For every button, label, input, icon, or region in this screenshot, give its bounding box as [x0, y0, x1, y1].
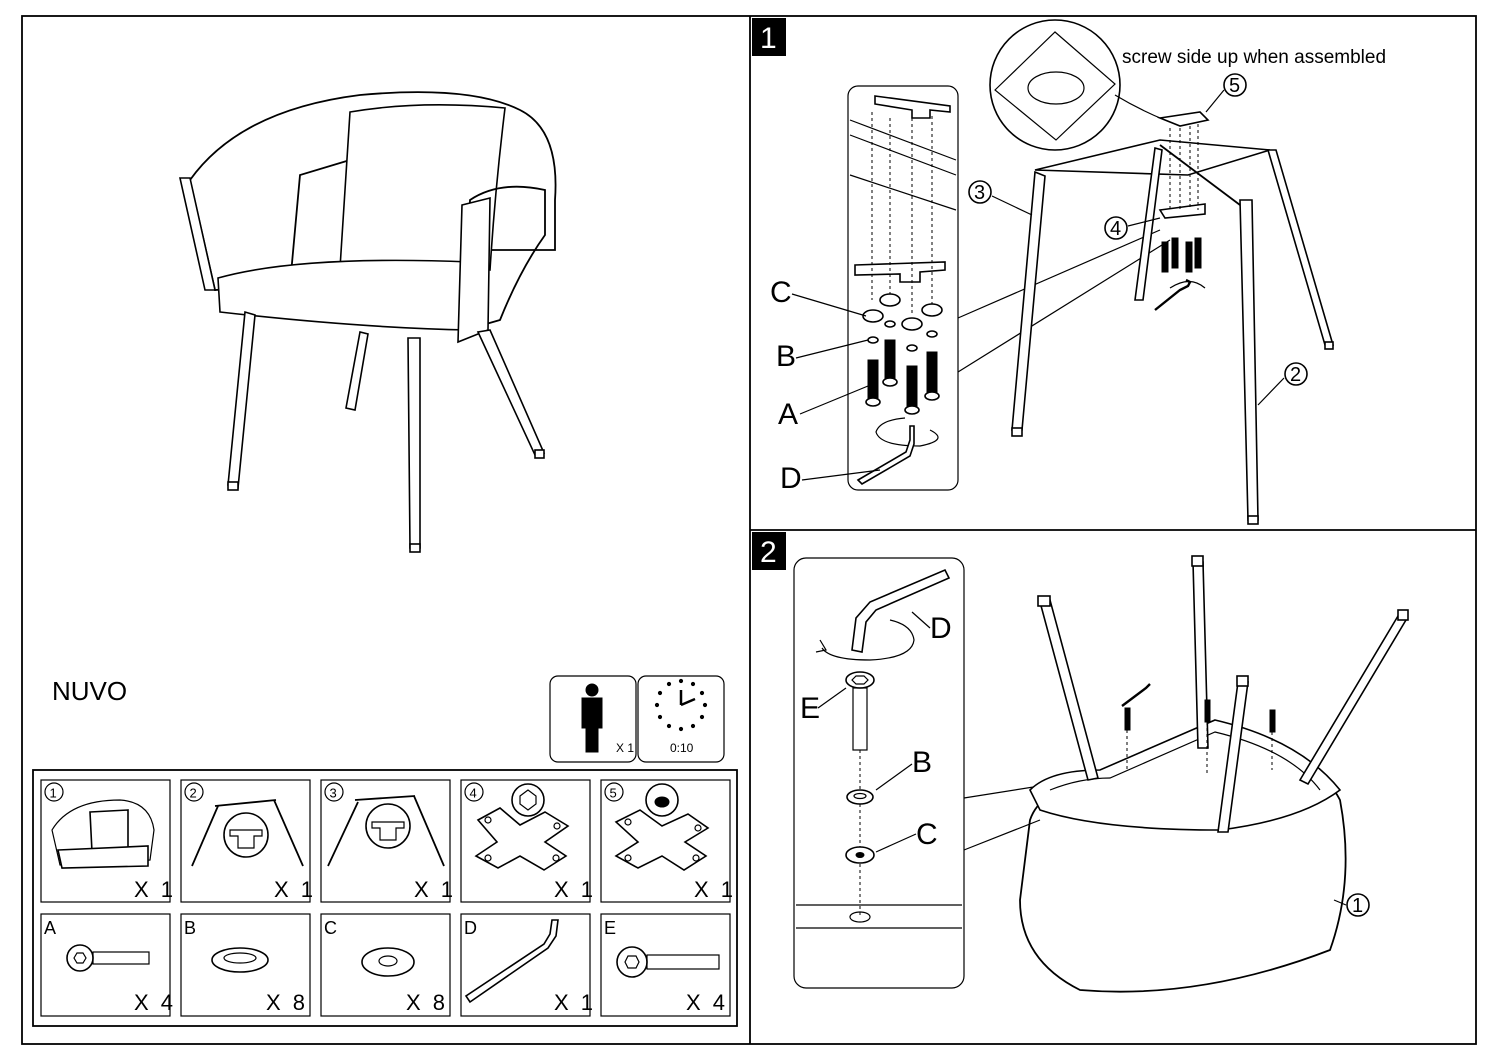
leg-pair-image: [191, 799, 304, 867]
hardware-C-cell: C X 8: [320, 913, 451, 1017]
hardware-A-cell: A X 4: [40, 913, 176, 1017]
hardware-B-cell: B X 8: [180, 913, 311, 1017]
long-bolt-image: [616, 946, 720, 978]
cross-plate-image: [474, 783, 570, 871]
svg-text:2: 2: [190, 786, 197, 801]
step-2-number: 2: [760, 536, 777, 569]
part-1-cell: 1 X 1: [40, 779, 176, 903]
svg-text:B: B: [184, 918, 196, 938]
svg-text:A: A: [44, 918, 56, 938]
bolt-image: [66, 944, 150, 972]
parts-table: 1 X 1 2 X 1 3: [32, 769, 738, 1027]
svg-text:X 4: X 4: [686, 990, 728, 1015]
svg-text:5: 5: [610, 786, 617, 801]
label-C-step2: C: [916, 818, 938, 851]
step-2: 2 D E B C: [752, 532, 1409, 993]
svg-text:X 1: X 1: [694, 877, 736, 902]
label-A: A: [778, 398, 798, 431]
svg-text:X 1: X 1: [414, 877, 456, 902]
callout-3: 3: [968, 180, 1033, 216]
leg-assembly: [1011, 111, 1335, 525]
cross-plate-image: [614, 783, 710, 871]
leg-pair-image: [327, 795, 445, 867]
allen-key-image: [464, 919, 559, 1004]
part-2-cell: 2 X 1: [180, 779, 316, 903]
svg-text:5: 5: [1229, 75, 1240, 97]
callout-4: 4: [1104, 216, 1161, 240]
svg-text:X 8: X 8: [406, 990, 448, 1015]
svg-text:3: 3: [330, 786, 337, 801]
label-B-step2: B: [912, 746, 932, 779]
hardware-D-cell: D X 1: [460, 913, 596, 1017]
bolt-detail: [796, 568, 962, 929]
part-4-cell: 4 X 1: [460, 779, 596, 903]
magnified-plate-detail: [989, 19, 1166, 151]
label-D: D: [780, 462, 802, 495]
spring-washer-image: [211, 947, 269, 973]
screw-note: screw side up when assembled: [1122, 47, 1386, 68]
step-1: 1: [752, 18, 1386, 525]
product-name: NUVO: [52, 676, 127, 706]
step-2-badge: [752, 532, 786, 570]
svg-text:C: C: [324, 918, 337, 938]
callout-5: 5: [1205, 73, 1247, 113]
upside-down-chair: [1019, 555, 1409, 993]
time-box: 0:10: [637, 675, 725, 763]
person-icon: [581, 683, 603, 753]
part-5-cell: 5 X 1: [600, 779, 736, 903]
svg-text:X 1: X 1: [554, 990, 596, 1015]
part-qty: X 1: [134, 877, 176, 902]
persons-box: X 1: [549, 675, 637, 763]
svg-text:X 4: X 4: [134, 990, 176, 1015]
svg-text:1: 1: [1352, 895, 1363, 917]
label-B: B: [776, 340, 796, 373]
hardware-E-cell: E X 4: [600, 913, 731, 1017]
svg-text:E: E: [604, 918, 616, 938]
svg-text:X 1: X 1: [554, 877, 596, 902]
svg-text:D: D: [464, 918, 477, 938]
svg-text:3: 3: [974, 182, 985, 204]
svg-text:1: 1: [50, 786, 57, 801]
flat-washer-image: [361, 947, 415, 977]
callout-1-step2: 1: [1333, 893, 1370, 917]
step-1-number: 1: [760, 22, 777, 55]
svg-text:X 8: X 8: [266, 990, 308, 1015]
svg-text:4: 4: [1110, 218, 1121, 240]
time-value: 0:10: [670, 741, 694, 755]
chair-part-image: [51, 799, 155, 869]
svg-text:2: 2: [1290, 364, 1301, 386]
chair-illustration: [179, 91, 557, 553]
step-1-badge: [752, 18, 786, 56]
label-C: C: [770, 276, 792, 309]
svg-text:X 1: X 1: [274, 877, 316, 902]
clock-icon: [654, 678, 708, 732]
persons-count: X 1: [616, 741, 634, 755]
svg-text:4: 4: [470, 786, 477, 801]
frame-detail: [849, 95, 957, 486]
part-3-cell: 3 X 1: [320, 779, 456, 903]
label-D-step2: D: [930, 612, 952, 645]
label-E: E: [800, 692, 820, 725]
callout-2: 2: [1257, 362, 1308, 406]
